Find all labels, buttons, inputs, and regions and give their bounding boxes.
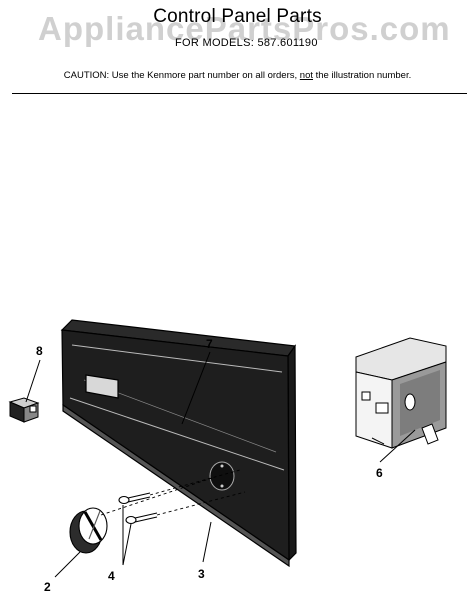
callout-2: 2 (44, 580, 51, 594)
callout-4: 4 (108, 569, 115, 583)
callout-3: 3 (198, 567, 205, 581)
models-line: FOR MODELS: 587.601190 (175, 37, 318, 49)
screws-part (118, 492, 158, 525)
caution-emphasis: not (299, 70, 313, 81)
timer-part (355, 337, 447, 449)
caution-note: CAUTION: Use the Kenmore part number on … (0, 70, 475, 81)
control-panel-part (60, 319, 297, 568)
page-title: Control Panel Parts (153, 6, 322, 27)
caution-suffix: the illustration number. (313, 70, 412, 81)
header-divider (12, 93, 467, 94)
switch-part (8, 397, 40, 423)
projection-lines (100, 469, 246, 516)
callout-6: 6 (376, 466, 383, 480)
callout-7: 7 (206, 337, 213, 351)
caution-prefix: CAUTION: Use the Kenmore part number on … (63, 70, 300, 81)
knob-part (69, 507, 108, 554)
leader-lines (25, 351, 416, 578)
callout-8: 8 (36, 344, 43, 358)
watermark-text: AppliancePartsPros.com (38, 10, 451, 47)
